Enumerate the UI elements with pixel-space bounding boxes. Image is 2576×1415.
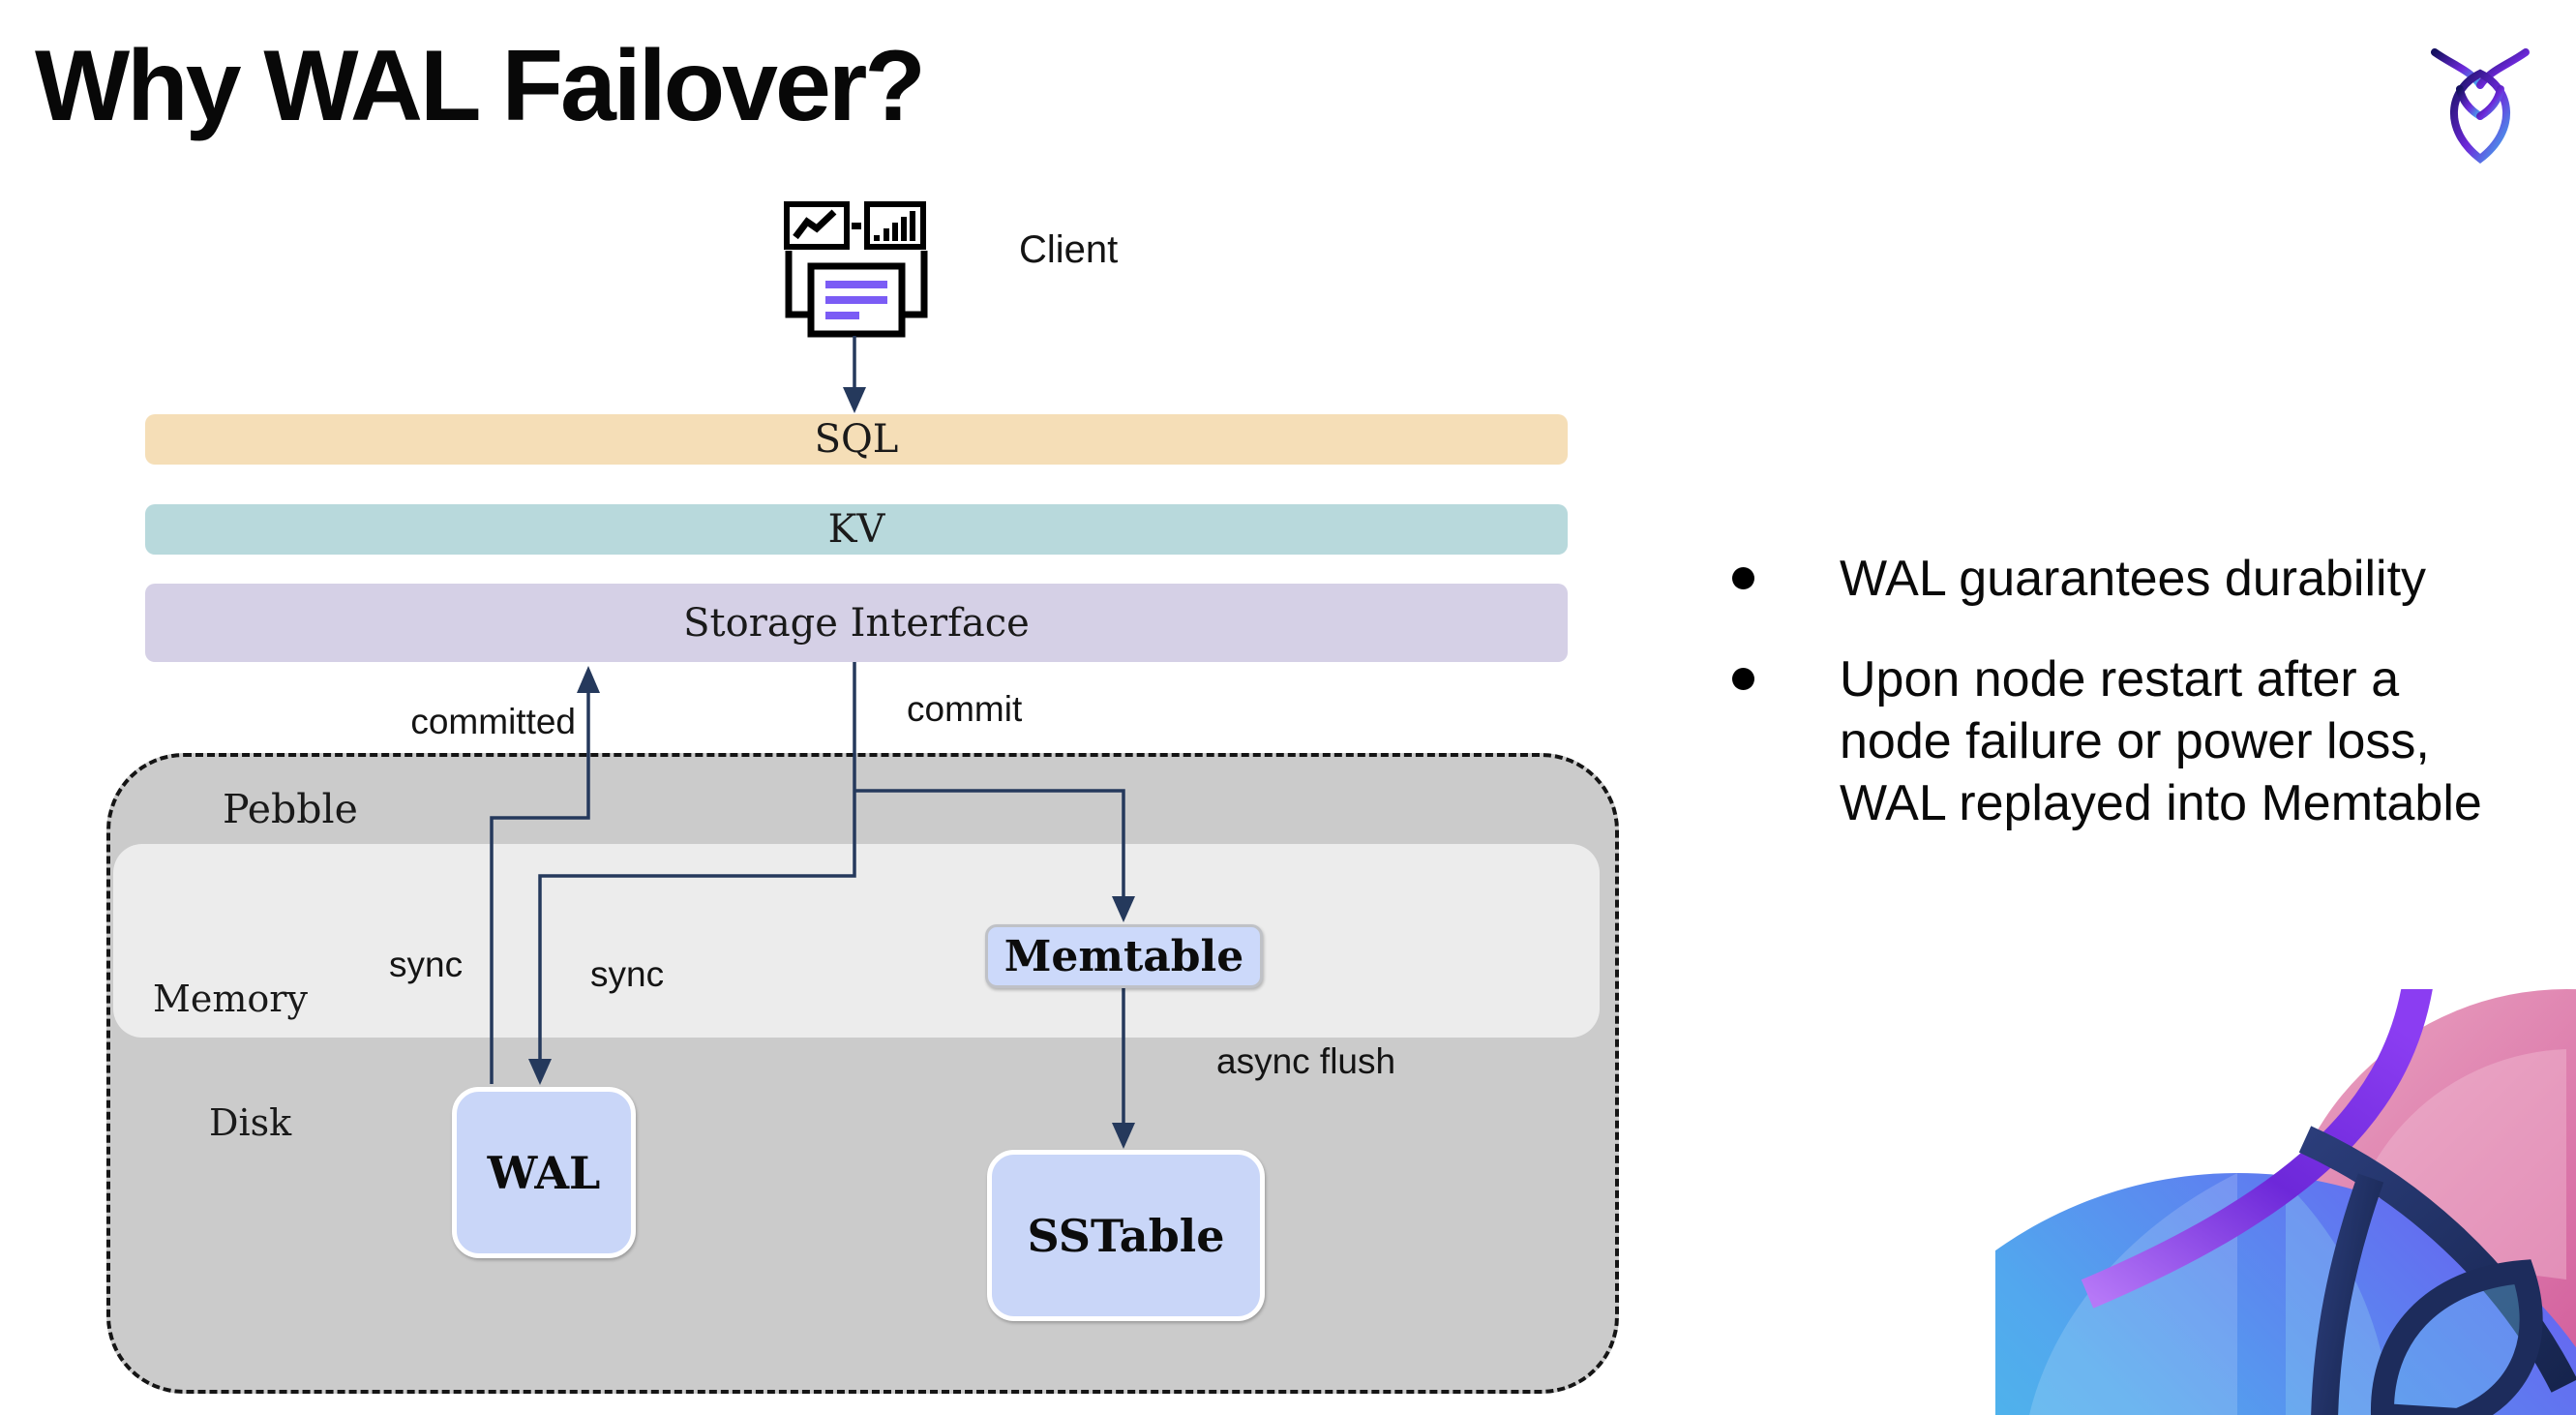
- bullet-item: WAL guarantees durability: [1732, 548, 2545, 610]
- client-label: Client: [1019, 228, 1119, 271]
- arrowhead-up-storage: [577, 666, 600, 693]
- bullet-text: Upon node restart after a node failure o…: [1840, 651, 2482, 831]
- edge-label-committed: committed: [410, 702, 576, 741]
- bracket-left-icon: [785, 251, 809, 318]
- layer-kv-label: KV: [827, 507, 885, 552]
- wal-label: WAL: [487, 1146, 601, 1199]
- cockroachdb-logo-icon: [2431, 48, 2530, 165]
- disk-label: Disk: [209, 1101, 292, 1144]
- memtable-label: Memtable: [1003, 931, 1244, 981]
- bracket-right-icon: [904, 251, 928, 318]
- edge-label-async-flush: async flush: [1216, 1041, 1396, 1081]
- corner-art-decoration: [1995, 989, 2576, 1415]
- edge-label-sync-up: sync: [389, 945, 464, 984]
- edge-label-commit: commit: [907, 689, 1023, 729]
- layer-sql-label: SQL: [814, 417, 899, 462]
- node-memtable: Memtable: [985, 924, 1263, 988]
- arrowhead-down-sql: [843, 387, 866, 413]
- bullet-list: WAL guarantees durability Upon node rest…: [1732, 548, 2545, 873]
- pebble-label: Pebble: [223, 786, 358, 832]
- art-leaf-stroke: [2370, 1259, 2543, 1415]
- node-wal: WAL: [452, 1087, 636, 1258]
- layer-sql: SQL: [145, 414, 1568, 465]
- page-title: Why WAL Failover?: [35, 30, 926, 142]
- bullet-dot-icon: [1732, 567, 1754, 589]
- bullet-dot-icon: [1732, 668, 1754, 690]
- memory-label: Memory: [153, 978, 308, 1020]
- sstable-label: SSTable: [1027, 1209, 1225, 1262]
- layer-storage-label: Storage Interface: [683, 600, 1030, 646]
- edge-label-sync-down: sync: [590, 954, 665, 994]
- node-sstable: SSTable: [987, 1150, 1265, 1321]
- art-stem-stroke: [2311, 1173, 2384, 1415]
- client-icon: [784, 201, 928, 338]
- bullet-item: Upon node restart after a node failure o…: [1732, 648, 2545, 834]
- layer-storage-interface: Storage Interface: [145, 584, 1568, 662]
- layer-kv: KV: [145, 504, 1568, 555]
- memory-region: [113, 844, 1600, 1038]
- line-chart-icon: [784, 201, 850, 250]
- bullet-text: WAL guarantees durability: [1840, 551, 2427, 607]
- dash-icon: [852, 223, 861, 229]
